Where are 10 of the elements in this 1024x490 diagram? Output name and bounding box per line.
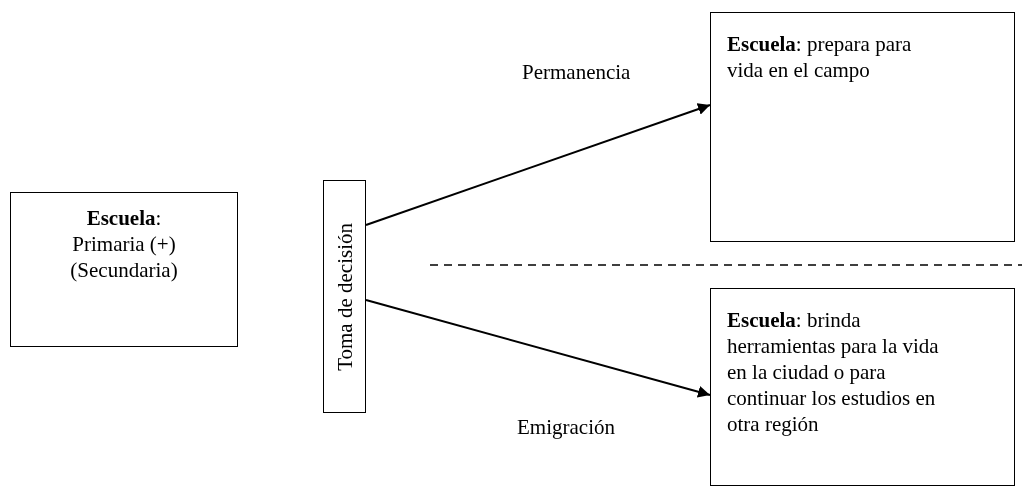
text-box [10, 192, 238, 347]
text-box [710, 12, 1015, 242]
text-box [710, 288, 1015, 486]
arrow [365, 299, 711, 398]
arrow [365, 103, 711, 226]
box-text: Escuela: Primaria (+) (Secundaria) [69, 205, 179, 283]
box-text: Escuela: brinda herramientas para la vida en la ciudad o para continuar los estudios en otra región [727, 307, 940, 437]
box-text: Toma de decisión [331, 222, 358, 371]
box-text: Escuela: prepara para vida en el campo [727, 31, 913, 83]
decision-box [323, 180, 366, 413]
